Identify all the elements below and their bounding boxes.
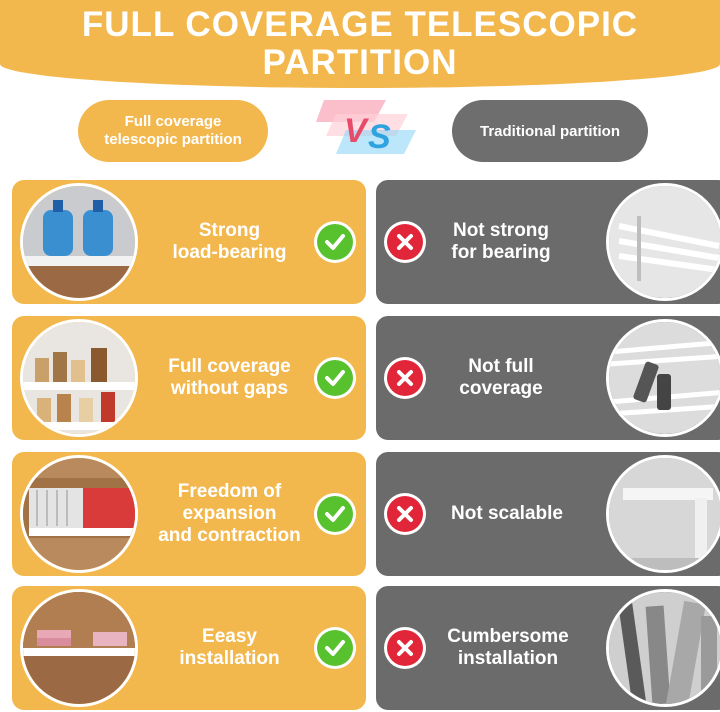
left-pill-line-2: telescopic partition: [104, 131, 242, 148]
cross-icon: [384, 357, 426, 399]
pro-label-1: Strong load-bearing: [142, 180, 317, 304]
water-jugs-photo: [20, 183, 138, 301]
con-4-line-2: installation: [457, 648, 559, 669]
pro-3-line-3: and contraction: [158, 525, 301, 546]
spice-jars-photo: [20, 319, 138, 437]
pro-1-line-1: Strong: [198, 220, 261, 241]
left-pill-line-1: Full coverage: [124, 113, 222, 130]
check-icon: [314, 493, 356, 535]
pro-3-line-1: Freedom of: [177, 481, 282, 502]
con-1-line-1: Not strong: [452, 220, 550, 241]
cross-icon: [384, 627, 426, 669]
header-banner: [0, 0, 720, 88]
expandable-shelf-photo: [20, 455, 138, 573]
title-line-2: PARTITION: [262, 43, 458, 82]
con-1-line-2: for bearing: [451, 242, 551, 263]
pro-label-3: Freedom of expansion and contraction: [142, 452, 317, 576]
right-pill-label: Traditional partition: [479, 122, 620, 140]
parts-photo: [606, 589, 720, 707]
con-label-2: Not full coverage: [426, 316, 576, 440]
traditional-partition-pill: Traditional partition: [452, 100, 648, 162]
cross-icon: [384, 493, 426, 535]
pro-2-line-2: without gaps: [170, 378, 289, 399]
check-icon: [314, 221, 356, 263]
con-2-line-1: Not full: [468, 356, 534, 377]
check-icon: [314, 627, 356, 669]
pro-3-line-2: expansion: [182, 503, 277, 524]
con-label-1: Not strong for bearing: [426, 180, 576, 304]
con-4-line-1: Cumbersome: [447, 626, 569, 647]
cross-icon: [384, 221, 426, 263]
telescopic-partition-pill: Full coverage telescopic partition: [78, 100, 268, 162]
pro-2-line-1: Full coverage: [168, 356, 291, 377]
con-card-2: Not full coverage: [376, 316, 720, 440]
vs-graphic: V S: [316, 100, 416, 156]
rod-shelf-photo: [606, 183, 720, 301]
con-card-4: Cumbersome installation: [376, 586, 720, 710]
gap-shelf-photo: [606, 319, 720, 437]
pro-card-2: Full coverage without gaps: [12, 316, 366, 440]
con-label-4: Cumbersome installation: [428, 586, 588, 710]
fixed-shelf-photo: [606, 455, 720, 573]
pro-card-1: Strong load-bearing: [12, 180, 366, 304]
pro-label-4: Eeasy installation: [142, 586, 317, 710]
vs-text-s: S: [368, 118, 391, 156]
con-label-3: Not scalable: [432, 452, 582, 576]
con-3-line-1: Not scalable: [451, 503, 563, 524]
con-card-3: Not scalable: [376, 452, 720, 576]
page-title: FULL COVERAGE TELESCOPIC PARTITION: [0, 6, 720, 82]
pro-1-line-2: load-bearing: [172, 242, 287, 263]
pro-4-line-2: installation: [179, 648, 280, 669]
vs-text-v: V: [344, 112, 370, 150]
pro-label-2: Full coverage without gaps: [142, 316, 317, 440]
title-line-1: FULL COVERAGE TELESCOPIC: [81, 5, 639, 44]
con-card-1: Not strong for bearing: [376, 180, 720, 304]
check-icon: [314, 357, 356, 399]
towel-shelf-photo: [20, 589, 138, 707]
pro-card-4: Eeasy installation: [12, 586, 366, 710]
pro-card-3: Freedom of expansion and contraction: [12, 452, 366, 576]
pro-4-line-1: Eeasy: [202, 626, 257, 647]
con-2-line-2: coverage: [459, 378, 543, 399]
